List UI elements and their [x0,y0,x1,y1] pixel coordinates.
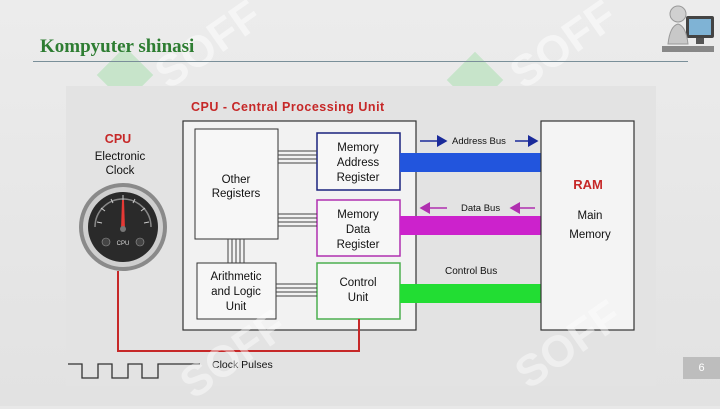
presenter-logo-icon [662,5,714,52]
control-bus-label: Control Bus [445,266,497,277]
address-bus-label: Address Bus [452,136,506,147]
address-bus-bar [400,153,541,172]
ram-label: RAM [573,177,603,192]
mdr-label: Data [346,224,371,236]
mdr-label: Register [337,239,380,251]
clock-pulse-waveform [68,363,200,379]
clock-gauge-icon: CPU [79,183,167,271]
mar-label: Register [337,172,380,184]
cpu-title: CPU - Central Processing Unit [191,100,385,114]
page-number: 6 [683,357,720,379]
data-bus-bar [400,216,541,235]
other-registers-box [194,128,279,240]
data-bus-label: Data Bus [461,203,500,214]
clock-dial-label: CPU [117,241,130,247]
clock-pulses-label: Clock Pulses [212,359,273,371]
slide-title: Kompyuter shinasi [40,36,195,57]
alu-label: Arithmetic [210,271,261,283]
mdr-box [316,199,401,257]
control-unit-box [316,262,401,320]
control-unit-label: Control [339,277,376,289]
clock-cpu-label: CPU [105,132,131,146]
ram-label: Memory [569,229,611,241]
alu-label: and Logic [211,286,261,298]
alu-label: Unit [226,301,247,313]
registers-alu-connector [227,239,245,263]
mar-label: Address [337,157,379,169]
ram-box [540,120,635,331]
control-bus-bar [400,284,541,303]
ram-label: Main [578,210,603,222]
mdr-label: Memory [337,209,379,221]
other-registers-label: Registers [212,188,261,200]
alu-box [196,262,277,320]
other-registers-label: Other [222,174,251,186]
clock-wire [117,271,360,352]
control-unit-label: Unit [348,292,369,304]
title-divider [33,61,688,62]
clock-label: Electronic [95,151,146,163]
register-connectors [276,150,317,297]
mar-label: Memory [337,142,379,154]
clock-label: Clock [106,165,135,177]
